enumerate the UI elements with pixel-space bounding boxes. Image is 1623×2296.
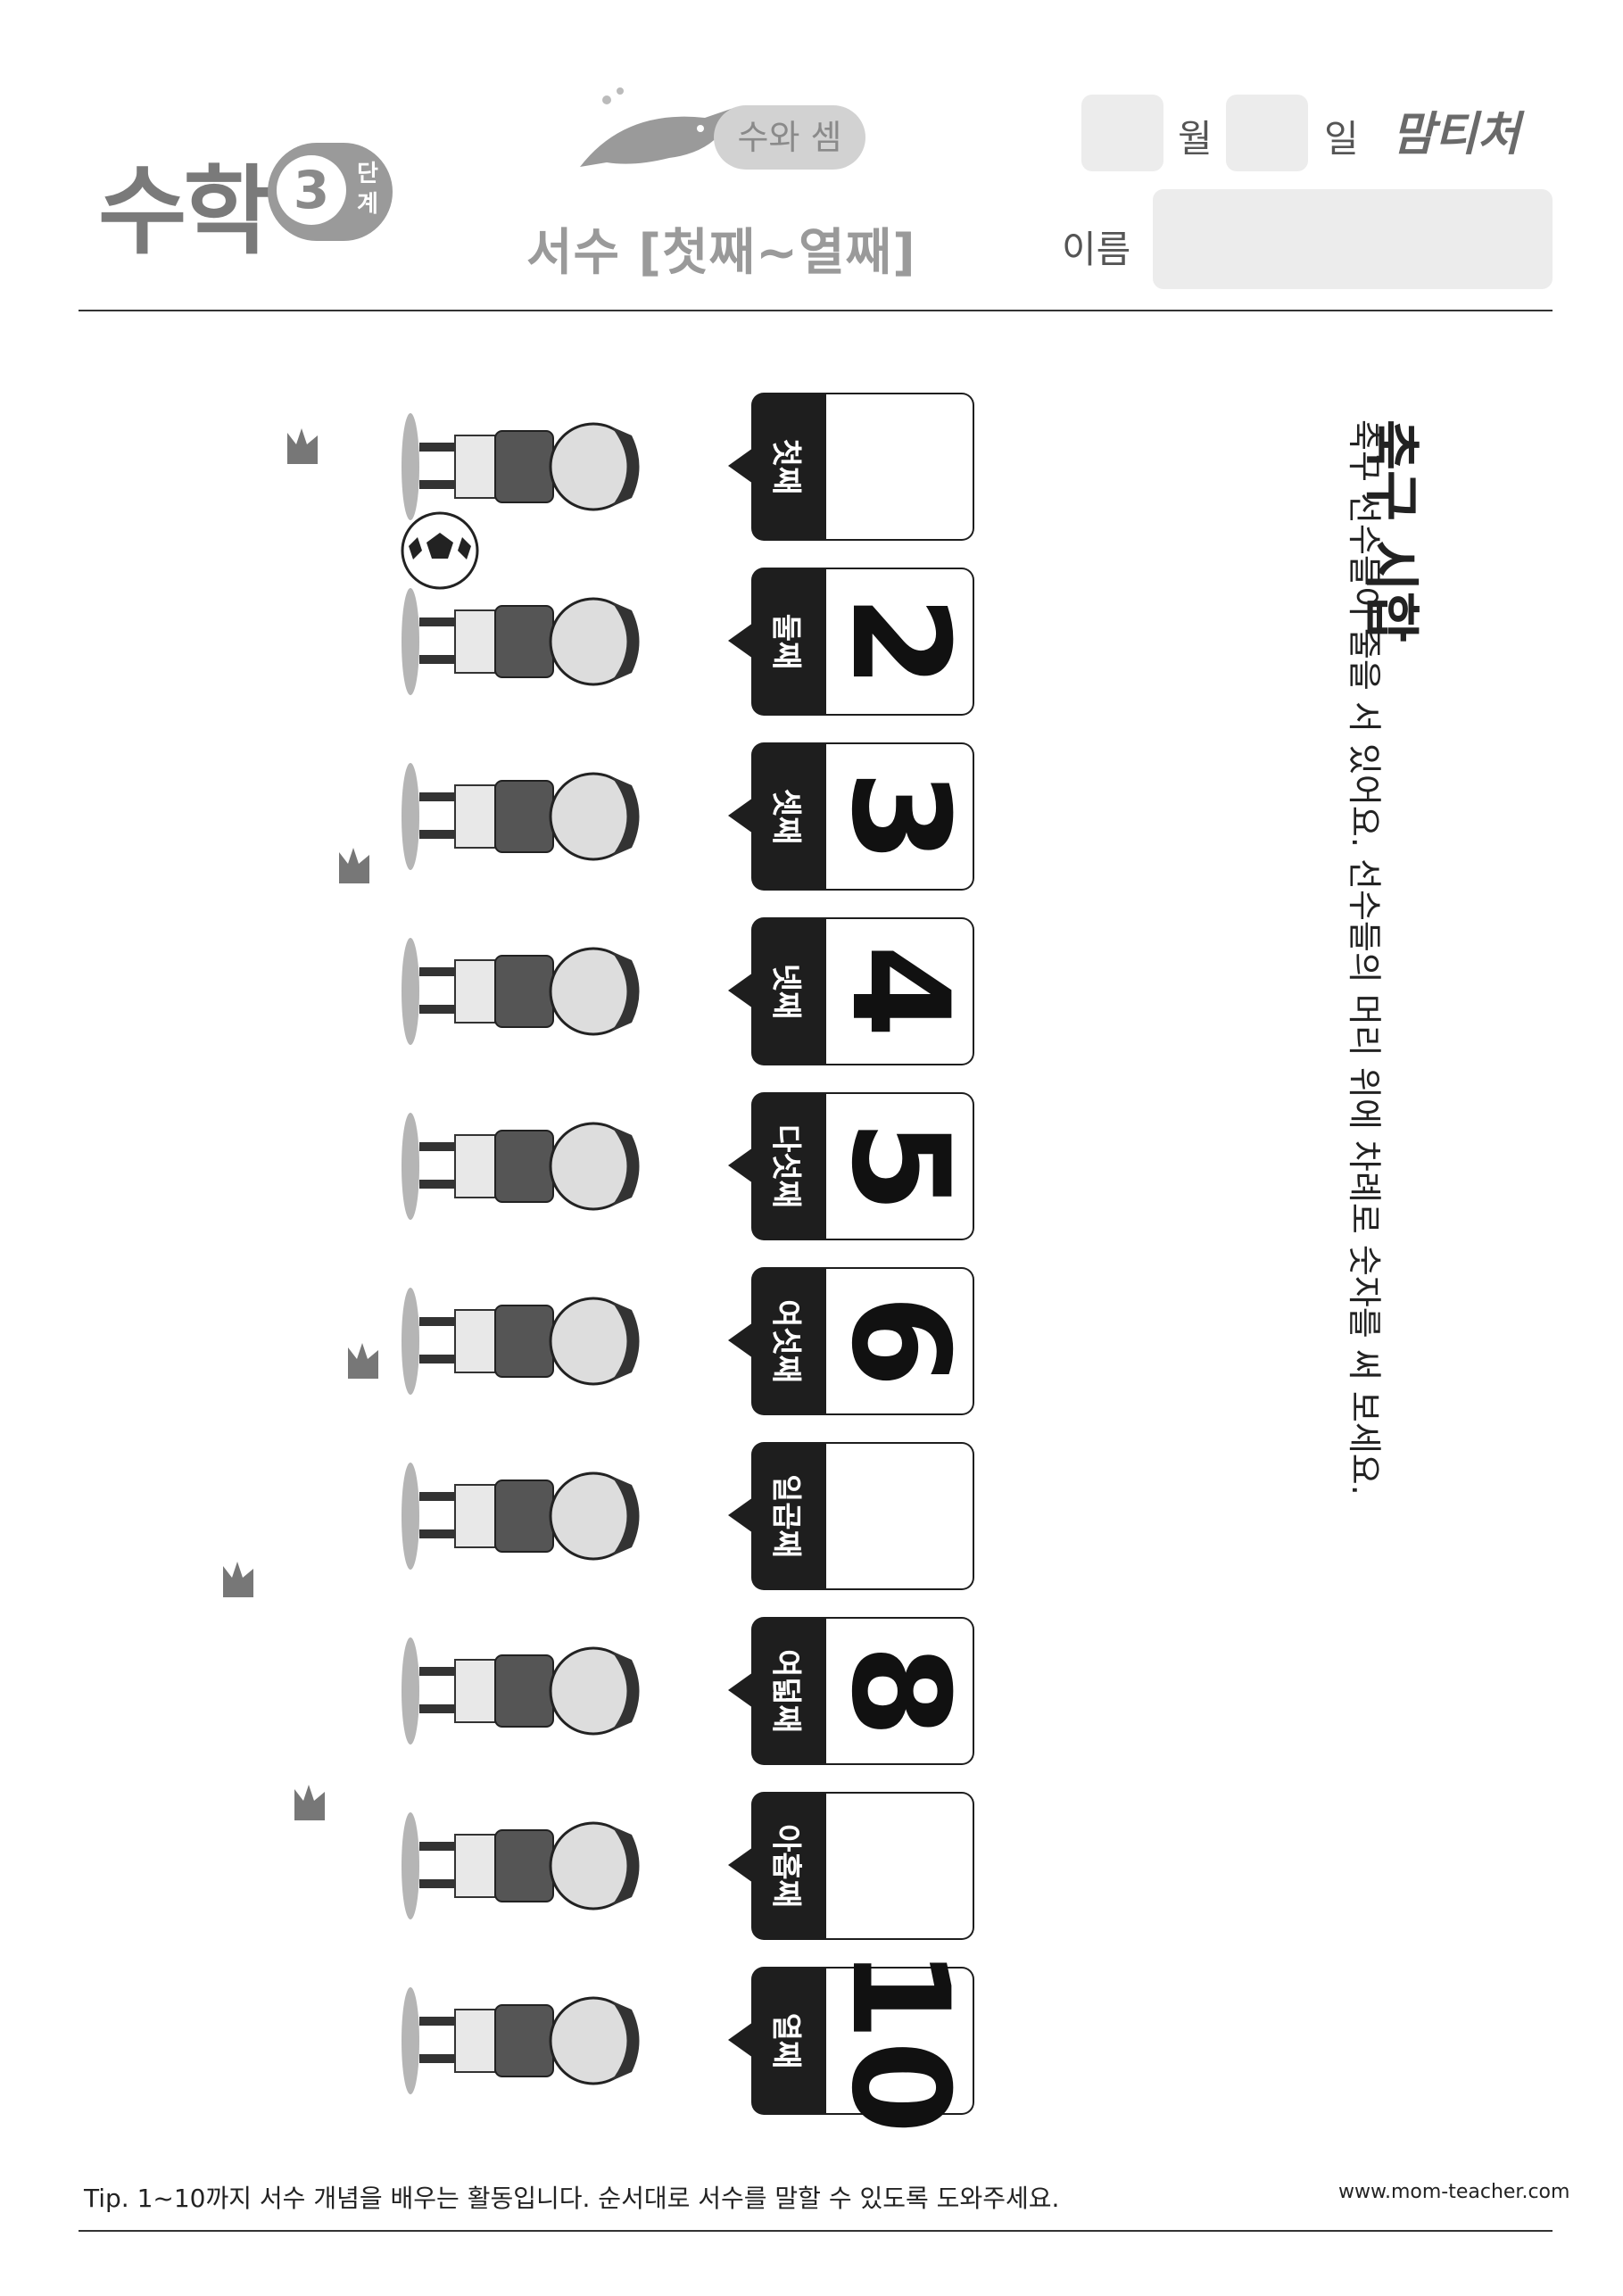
- ordinal-tag: 셋째: [751, 742, 826, 891]
- tip-text: Tip. 1~10까지 서수 개념을 배우는 활동입니다. 순서대로 서수를 말…: [84, 2184, 1060, 2213]
- soccer-player-illustration: [393, 916, 660, 1067]
- soccer-player-illustration: [393, 1615, 660, 1767]
- speech-pointer: [728, 973, 753, 1008]
- number-box[interactable]: [826, 1792, 974, 1940]
- ordinal-tag: 아홉째: [751, 1792, 826, 1940]
- logo-title: 수학: [98, 156, 272, 268]
- number-box[interactable]: 6: [822, 1267, 977, 1415]
- ordinal-label: 여섯째: [767, 1299, 804, 1383]
- number-box[interactable]: 3: [822, 742, 977, 891]
- speech-pointer: [728, 1672, 753, 1708]
- number-box[interactable]: [826, 1442, 974, 1590]
- soccer-player-illustration: [393, 1090, 660, 1242]
- number-value: 8: [822, 1644, 977, 1738]
- name-label: 이름: [1062, 228, 1131, 271]
- ordinal-tag: 넷째: [751, 917, 826, 1065]
- day-input[interactable]: [1226, 95, 1308, 171]
- instructions-text: 축구 선수들이 줄을 서 있어요. 선수들의 머리 위에 차례로 숫자를 써 보…: [1345, 419, 1384, 1496]
- number-box[interactable]: 5: [822, 1092, 977, 1240]
- level-label: 단계: [357, 161, 378, 218]
- number-value: 2: [822, 594, 977, 689]
- ordinal-tag: 다섯째: [751, 1092, 826, 1240]
- ordinal-label: 셋째: [767, 788, 804, 845]
- ordinal-row: 둘째 2: [728, 568, 977, 716]
- number-box[interactable]: 10: [822, 1948, 977, 2134]
- ordinal-row: 아홉째: [728, 1792, 976, 1940]
- header-divider: [79, 310, 1553, 311]
- level-badge: 3 단계: [268, 143, 393, 241]
- soccer-player-illustration: [393, 566, 660, 717]
- grass-icon: [294, 1785, 325, 1824]
- ordinal-tag: 여덟째: [751, 1617, 826, 1765]
- ordinal-label: 일곱째: [767, 1474, 804, 1558]
- number-value: 4: [822, 944, 977, 1039]
- ordinal-row: 셋째 3: [728, 742, 977, 891]
- ordinal-row: 넷째 4: [728, 917, 977, 1065]
- speech-pointer: [728, 1497, 753, 1533]
- number-value: 3: [822, 769, 977, 864]
- soccer-player-illustration: [393, 741, 660, 892]
- grass-icon: [287, 428, 318, 468]
- number-box[interactable]: 2: [822, 568, 977, 716]
- speech-pointer: [728, 798, 753, 833]
- ordinal-tag: 여섯째: [751, 1267, 826, 1415]
- speech-pointer: [728, 2022, 753, 2058]
- soccer-player-illustration: [393, 1965, 660, 2117]
- number-box[interactable]: 4: [822, 917, 977, 1065]
- month-label: 월: [1178, 117, 1213, 161]
- ordinal-row: 열째 10: [728, 1948, 977, 2134]
- soccer-player-illustration: [393, 1440, 660, 1592]
- number-box[interactable]: 8: [822, 1617, 977, 1765]
- speech-pointer: [728, 448, 753, 484]
- number-box[interactable]: [826, 393, 974, 541]
- number-value: 6: [822, 1294, 977, 1388]
- topic-pill: 수와 셈: [714, 105, 865, 170]
- ordinal-tag: 열째: [751, 1967, 826, 2115]
- ordinal-row: 일곱째: [728, 1442, 976, 1590]
- grass-icon: [223, 1562, 253, 1601]
- website-url: www.mom-teacher.com: [1338, 2181, 1570, 2203]
- name-input[interactable]: [1153, 189, 1553, 289]
- ordinal-tag: 일곱째: [751, 1442, 826, 1590]
- speech-pointer: [728, 1322, 753, 1358]
- ordinal-label: 열째: [767, 2012, 804, 2069]
- soccer-player-illustration: [393, 391, 660, 543]
- grass-icon: [339, 848, 369, 887]
- month-input[interactable]: [1081, 95, 1163, 171]
- soccer-player-illustration: [393, 1265, 660, 1417]
- speech-pointer: [728, 623, 753, 659]
- ordinal-label: 여덟째: [767, 1649, 804, 1733]
- dolphin-icon: [580, 87, 736, 167]
- ordinal-label: 아홉째: [767, 1824, 804, 1908]
- ordinal-tag: 첫째: [751, 393, 826, 541]
- grass-icon: [348, 1343, 378, 1382]
- ordinal-label: 넷째: [767, 963, 804, 1020]
- ordinal-label: 다섯째: [767, 1124, 804, 1208]
- ordinal-tag: 둘째: [751, 568, 826, 716]
- level-number: 3: [277, 155, 346, 225]
- ordinal-row: 첫째: [728, 393, 976, 541]
- soccer-player-illustration: [393, 1790, 660, 1942]
- footer-divider: [79, 2230, 1553, 2232]
- speech-pointer: [728, 1148, 753, 1183]
- ordinal-label: 둘째: [767, 613, 804, 670]
- speech-pointer: [728, 1847, 753, 1883]
- brand-logo: 맘티처: [1392, 108, 1520, 162]
- ordinal-row: 다섯째 5: [728, 1092, 977, 1240]
- ordinal-row: 여덟째 8: [728, 1617, 977, 1765]
- page-subtitle: 서수 [첫째~열째]: [526, 224, 916, 282]
- soccer-ball-icon: [400, 510, 480, 594]
- day-label: 일: [1324, 117, 1359, 161]
- ordinal-row: 여섯째 6: [728, 1267, 977, 1415]
- ordinal-label: 첫째: [767, 438, 804, 495]
- number-value: 10: [822, 1947, 977, 2134]
- number-value: 5: [822, 1119, 977, 1214]
